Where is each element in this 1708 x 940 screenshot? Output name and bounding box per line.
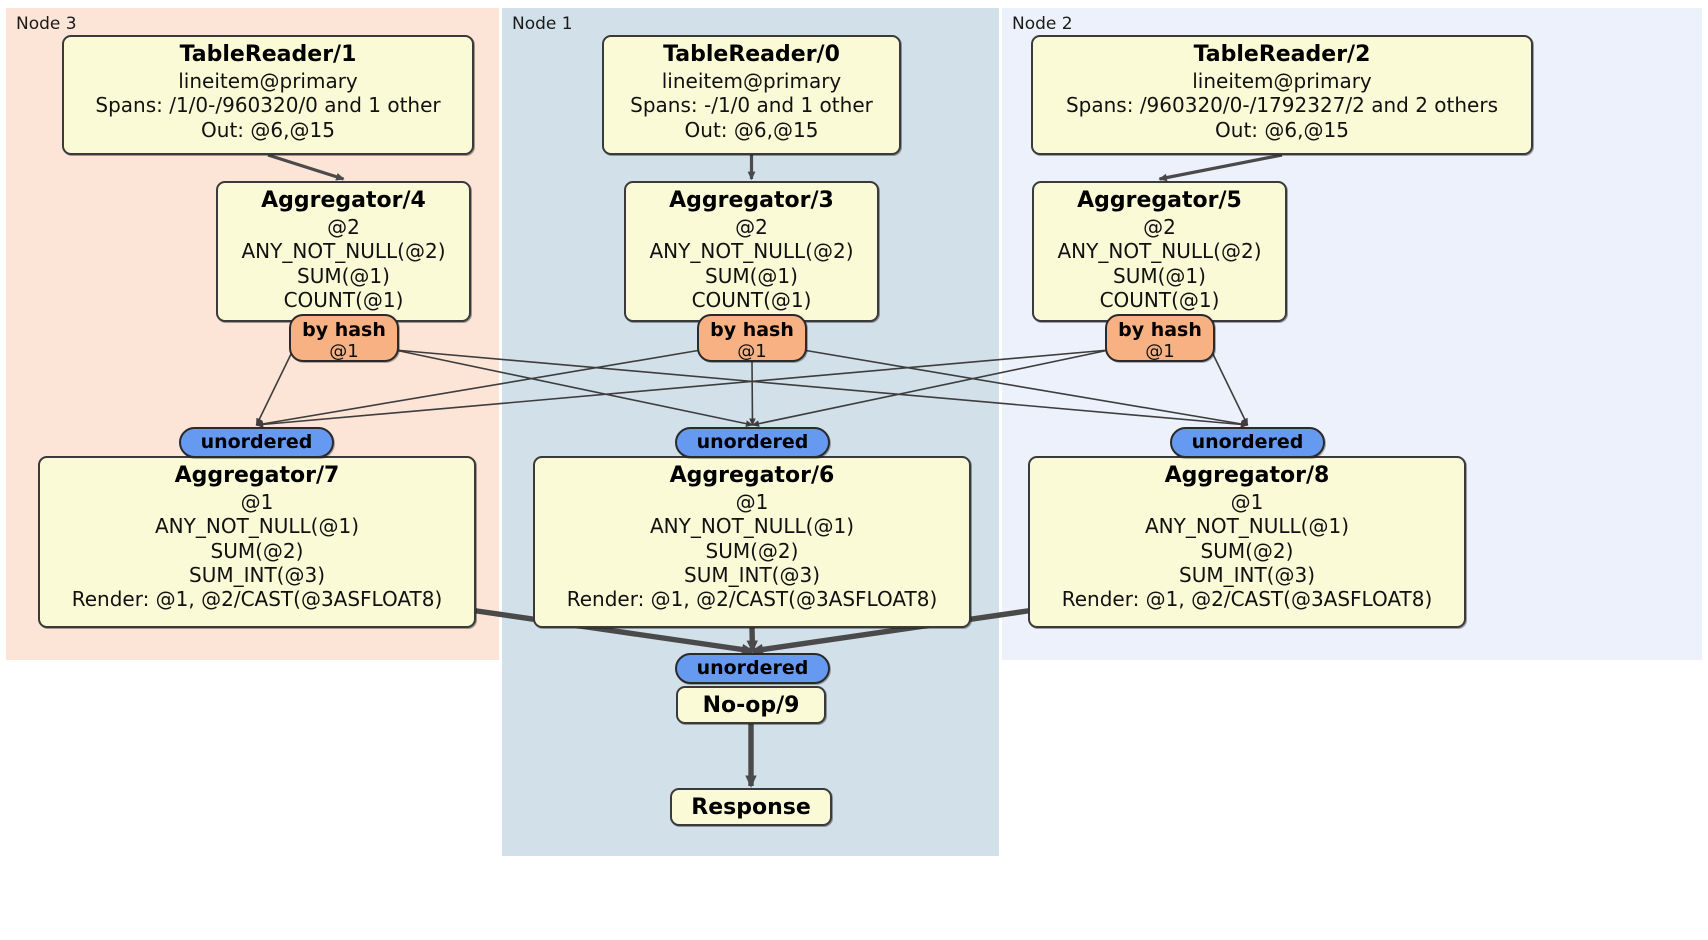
processor-detail-line: SUM_INT(@3): [1179, 563, 1315, 587]
processor-title: TableReader/2: [1193, 42, 1371, 67]
processor-detail-line: SUM(@2): [705, 538, 799, 563]
processor-detail-line: SUM(@2): [1200, 538, 1294, 563]
processor-detail-line: @1: [735, 489, 769, 514]
processor-detail-line: lineitem@primary: [178, 68, 358, 93]
processor-detail-line: @1: [240, 489, 274, 514]
processor-title: Aggregator/4: [261, 188, 426, 213]
processor-detail-line: @2: [735, 214, 768, 239]
processor-detail-line: COUNT(@1): [691, 288, 812, 312]
processor-detail-line: COUNT(@1): [283, 288, 404, 312]
processor-title: TableReader/1: [179, 42, 357, 67]
processor-detail-line: @2: [327, 214, 360, 239]
processor-detail-line: @1: [1230, 489, 1264, 514]
processor-detail-line: lineitem@primary: [661, 68, 842, 93]
processor-detail-line: SUM_INT(@3): [684, 563, 820, 587]
processor-detail-line: SUM(@2): [210, 538, 304, 563]
badge-label: by hash: [710, 319, 794, 341]
processor-detail-line: Out: @6,@15: [1215, 117, 1349, 142]
processor-detail-line: ANY_NOT_NULL(@2): [241, 239, 446, 264]
processor-detail-line: lineitem@primary: [1192, 68, 1372, 93]
processor-title: Aggregator/5: [1077, 188, 1242, 213]
badge-unordered-uo9[interactable]: unordered: [675, 653, 830, 684]
processor-detail-line: @2: [1143, 214, 1176, 239]
processor-detail-line: SUM_INT(@3): [189, 563, 325, 587]
processor-detail-line: ANY_NOT_NULL(@2): [649, 239, 854, 264]
badge-by-hash-hash5[interactable]: by hash@1: [1105, 314, 1215, 362]
processor-detail-line: Spans: -/1/0 and 1 other: [630, 93, 873, 118]
processor-detail-line: ANY_NOT_NULL(@1): [650, 514, 854, 539]
processor-title: Aggregator/3: [669, 188, 834, 213]
badge-label: unordered: [200, 431, 313, 453]
processor-response[interactable]: Response: [670, 788, 832, 826]
processor-detail-line: SUM(@1): [1113, 263, 1206, 288]
node-region-label: Node 2: [1012, 14, 1073, 34]
node-region-label: Node 3: [16, 14, 77, 34]
processor-detail-line: SUM(@1): [705, 263, 798, 288]
processor-detail-line: Spans: /1/0-/960320/0 and 1 other: [95, 93, 441, 118]
badge-label: unordered: [696, 657, 809, 679]
badge-label: unordered: [1191, 431, 1304, 453]
processor-detail-line: Out: @6,@15: [201, 117, 335, 142]
badge-label: by hash: [1118, 319, 1202, 341]
processor-title: Aggregator/8: [1164, 463, 1330, 488]
processor-detail-line: ANY_NOT_NULL(@2): [1057, 239, 1262, 264]
processor-title: TableReader/0: [663, 42, 840, 67]
processor-detail-line: Out: @6,@15: [684, 117, 819, 142]
badge-sublabel: @1: [737, 341, 767, 363]
processor-title: No-op/9: [702, 693, 800, 718]
badge-unordered-uo8[interactable]: unordered: [1170, 427, 1325, 458]
badge-sublabel: @1: [329, 341, 359, 363]
processor-detail-line: Render: @1, @2/CAST(@3ASFLOAT8): [71, 587, 443, 612]
badge-unordered-uo6[interactable]: unordered: [675, 427, 830, 458]
processor-title: Aggregator/6: [669, 463, 835, 488]
badge-by-hash-hash4[interactable]: by hash@1: [289, 314, 399, 362]
processor-detail-line: ANY_NOT_NULL(@1): [155, 514, 359, 539]
badge-unordered-uo7[interactable]: unordered: [179, 427, 334, 458]
badge-sublabel: @1: [1145, 341, 1175, 363]
processor-detail-line: COUNT(@1): [1099, 288, 1220, 312]
processor-detail-line: SUM(@1): [297, 263, 390, 288]
node-region-label: Node 1: [512, 14, 573, 34]
processor-detail-line: Render: @1, @2/CAST(@3ASFLOAT8): [566, 587, 938, 612]
processor-noop9[interactable]: No-op/9: [676, 686, 826, 724]
badge-label: by hash: [302, 319, 386, 341]
processor-title: Aggregator/7: [174, 463, 340, 488]
processor-detail-line: Spans: /960320/0-/1792327/2 and 2 others: [1065, 93, 1498, 118]
processor-detail-line: Render: @1, @2/CAST(@3ASFLOAT8): [1061, 587, 1433, 612]
badge-by-hash-hash3[interactable]: by hash@1: [697, 314, 807, 362]
processor-detail-line: ANY_NOT_NULL(@1): [1145, 514, 1349, 539]
badge-label: unordered: [696, 431, 809, 453]
processor-title: Response: [691, 795, 811, 820]
